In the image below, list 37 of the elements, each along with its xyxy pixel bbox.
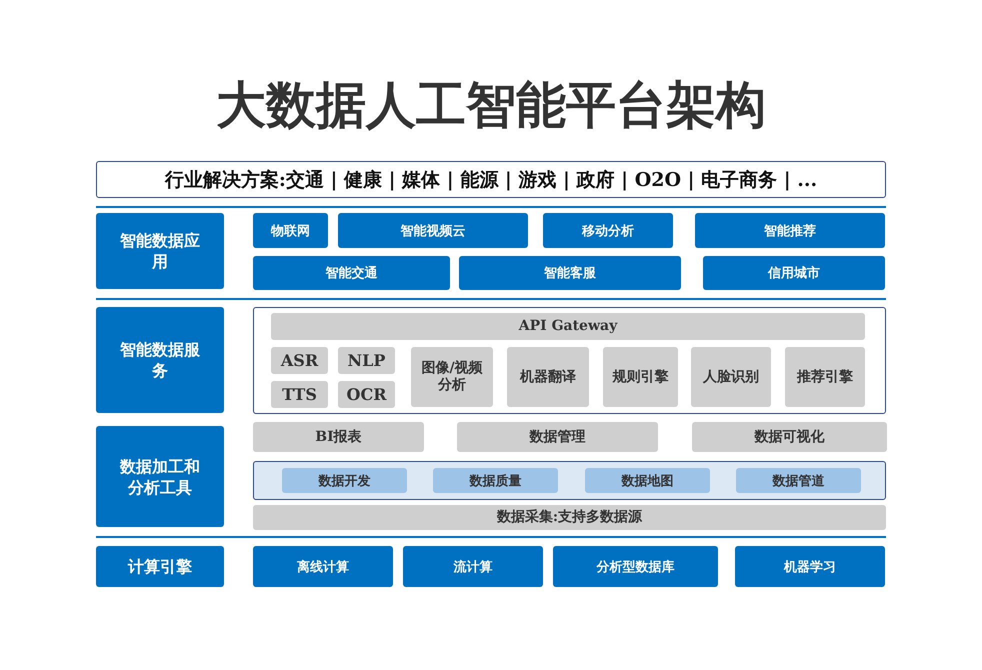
app-box: 移动分析 — [543, 213, 673, 248]
tool-box: 数据可视化 — [692, 422, 887, 452]
service-box: 推荐引擎 — [785, 347, 865, 407]
tool-box: 数据采集:支持多数据源 — [253, 505, 886, 530]
banner-box: 行业解决方案:交通 | 健康 | 媒体 | 能源 | 游戏 | 政府 | O2O | 电子商务 | ... — [96, 161, 886, 198]
layer-label: 计算引擎 — [96, 546, 224, 587]
tool-box: 数据管理 — [457, 422, 658, 452]
engine-box: 分析型数据库 — [553, 546, 718, 587]
app-box: 智能推荐 — [695, 213, 885, 248]
layer-label: 智能数据应用 — [96, 213, 224, 289]
tool-box: 数据质量 — [433, 468, 558, 493]
app-box: 智能交通 — [253, 256, 450, 290]
tool-box: 数据地图 — [585, 468, 710, 493]
app-box: 智能客服 — [459, 256, 681, 290]
layer-label: 数据加工和分析工具 — [96, 426, 224, 527]
service-box: TTS — [271, 381, 328, 408]
service-box: 图像/视频分析 — [411, 347, 493, 407]
tool-box: BI报表 — [253, 422, 424, 452]
title: 大数据人工智能平台架构 — [215, 75, 767, 136]
app-box: 智能视频云 — [338, 213, 528, 248]
engine-box: 流计算 — [403, 546, 543, 587]
service-box: OCR — [338, 381, 395, 408]
app-box: 信用城市 — [703, 256, 885, 290]
service-box: 人脸识别 — [691, 347, 771, 407]
tool-panel — [253, 461, 886, 500]
tool-box: 数据管道 — [736, 468, 861, 493]
service-box: API Gateway — [271, 313, 865, 340]
service-box: 机器翻译 — [507, 347, 589, 407]
engine-box: 离线计算 — [253, 546, 393, 587]
engine-box: 机器学习 — [735, 546, 885, 587]
service-panel — [253, 307, 886, 414]
app-box: 物联网 — [253, 213, 328, 248]
service-box: ASR — [271, 347, 328, 374]
service-box: NLP — [338, 347, 395, 374]
service-box: 规则引擎 — [603, 347, 678, 407]
tool-box: 数据开发 — [282, 468, 407, 493]
layer-label: 智能数据服务 — [96, 307, 224, 413]
